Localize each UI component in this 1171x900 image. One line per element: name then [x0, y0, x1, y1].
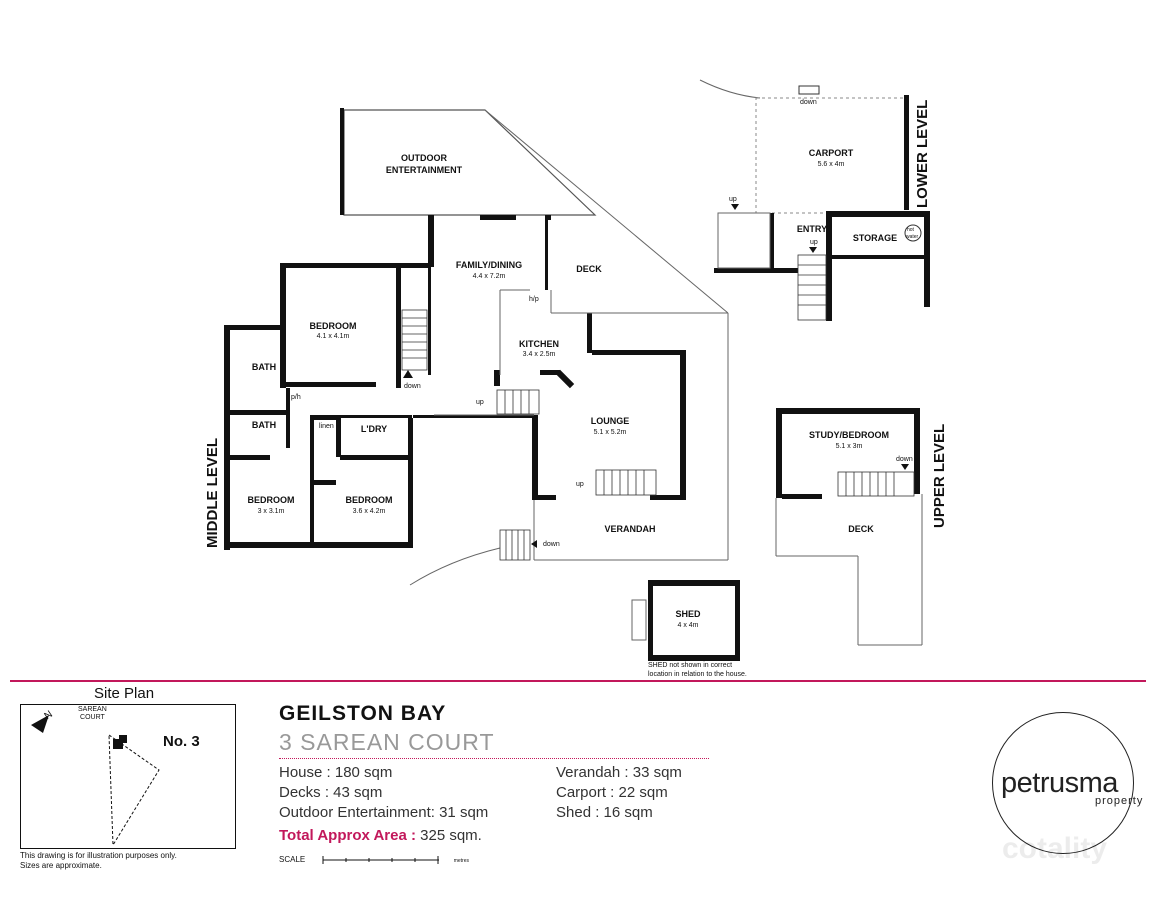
brand-tagline: property: [1095, 795, 1144, 807]
carport-dim: 5.6 x 4m: [818, 161, 845, 168]
down-label-carport: down: [800, 99, 817, 106]
area-carport: Carport : 22 sqm: [556, 784, 668, 801]
arrow-up-icon: [403, 370, 413, 378]
hot-water-label-1: hot: [907, 227, 915, 233]
bedroom-main-dim: 4.1 x 4.1m: [317, 333, 350, 340]
bedroom-2-label: BEDROOM: [248, 495, 295, 505]
linen-label: linen: [319, 423, 334, 430]
down-label-2: down: [543, 541, 560, 548]
bath-2-label: BATH: [252, 420, 276, 430]
street-address: 3 SAREAN COURT: [279, 729, 495, 755]
lower-level-plan: [714, 85, 930, 321]
carport-label: CARPORT: [809, 148, 854, 158]
deck-label: DECK: [576, 264, 602, 274]
family-dining-label: FAMILY/DINING: [456, 260, 522, 270]
area-shed: Shed : 16 sqm: [556, 804, 653, 821]
middle-level-label: MIDDLE LEVEL: [204, 438, 221, 548]
area-house: House : 180 sqm: [279, 764, 393, 781]
hp-label: h/p: [529, 296, 539, 303]
scale-bar: SCALE metres: [279, 855, 469, 865]
storage-label: STORAGE: [853, 233, 897, 243]
address-divider: [279, 758, 709, 759]
shed-dim: 4 x 4m: [677, 622, 698, 629]
area-verandah: Verandah : 33 sqm: [556, 764, 682, 781]
disclaimer: This drawing is for illustration purpose…: [20, 851, 240, 871]
deck-upper-label: DECK: [848, 524, 874, 534]
lower-level-label: LOWER LEVEL: [914, 100, 931, 208]
brand-logo-ring: [992, 712, 1134, 854]
scale-unit: metres: [453, 858, 469, 865]
entry-label: ENTRY: [797, 224, 827, 234]
shed-label: SHED: [675, 609, 701, 619]
north-arrow-icon: [31, 715, 49, 733]
total-area-value: 325 sqm.: [420, 827, 482, 844]
areas-left: House : 180 sqm Decks : 43 sqm Outdoor E…: [279, 763, 488, 823]
arrow-down-icon: [731, 204, 739, 210]
up-label-1: up: [476, 399, 484, 406]
laundry-label: L'DRY: [361, 424, 387, 434]
outdoor-entertainment-area: [340, 108, 729, 314]
bedroom-3-dim: 3.6 x 4.2m: [353, 508, 386, 515]
outdoor-entertainment-label-2: ENTERTAINMENT: [386, 165, 463, 175]
kitchen-dim: 3.4 x 2.5m: [523, 351, 556, 358]
suburb-title: GEILSTON BAY: [279, 702, 447, 725]
verandah-label: VERANDAH: [604, 524, 655, 534]
outdoor-entertainment-label-1: OUTDOOR: [401, 153, 447, 163]
lounge-label: LOUNGE: [591, 416, 630, 426]
upper-level-label: UPPER LEVEL: [931, 424, 948, 528]
shed-plan: [631, 580, 740, 661]
site-plan-map: [31, 715, 160, 847]
floor-plan: OUTDOOR ENTERTAINMENT FAMILY/DINING 4.4 …: [204, 79, 948, 678]
total-area: Total Approx Area : 325 sqm.: [279, 827, 482, 844]
down-label-1: down: [404, 383, 421, 390]
upper-level-plan: [775, 408, 923, 646]
stairs: [401, 309, 657, 561]
area-decks: Decks : 43 sqm: [279, 784, 383, 801]
arrow-left-icon: [531, 540, 537, 548]
kitchen-label: KITCHEN: [519, 339, 559, 349]
shed-note-1: SHED not shown in correct: [648, 662, 732, 669]
up-label-entry: up: [810, 239, 818, 246]
site-court-label: SAREAN COURT: [78, 706, 107, 722]
lot-number: No. 3: [163, 733, 200, 750]
arrow-down-entry-icon: [809, 247, 817, 253]
watermark-logo: cotality: [1002, 832, 1108, 865]
ph-label: p/h: [291, 394, 301, 401]
disclaimer-line-1: This drawing is for illustration purpose…: [20, 851, 177, 860]
scale-ruler: [322, 856, 440, 864]
plan-thin-lines: [409, 79, 761, 586]
down-label-study: down: [896, 456, 913, 463]
hot-water-label-2: water: [906, 234, 919, 240]
disclaimer-line-2: Sizes are approximate.: [20, 861, 102, 870]
shed-note-2: location in relation to the house.: [648, 671, 747, 678]
bedroom-main-label: BEDROOM: [310, 321, 357, 331]
scale-label: SCALE: [279, 855, 306, 865]
total-area-label: Total Approx Area :: [279, 827, 416, 844]
bedroom-2-dim: 3 x 3.1m: [258, 508, 285, 515]
court-line-1: SAREAN: [78, 706, 107, 713]
study-label: STUDY/BEDROOM: [809, 430, 889, 440]
family-dining-dim: 4.4 x 7.2m: [473, 273, 506, 280]
court-line-2: COURT: [80, 714, 105, 721]
footer-divider: [10, 680, 1146, 682]
site-plan-box: N: [20, 704, 236, 849]
main-house-walls: [224, 215, 686, 550]
areas-right: Verandah : 33 sqm Carport : 22 sqm Shed …: [556, 763, 682, 823]
site-plan-title: Site Plan: [94, 685, 155, 702]
area-outdoor: Outdoor Entertainment: 31 sqm: [279, 804, 489, 821]
up-label-carport: up: [729, 196, 737, 203]
arrow-down-study-icon: [901, 464, 909, 470]
bath-1-label: BATH: [252, 362, 276, 372]
lounge-dim: 5.1 x 5.2m: [594, 429, 627, 436]
bedroom-3-label: BEDROOM: [346, 495, 393, 505]
brand-name: petrusma: [1001, 767, 1118, 799]
study-dim: 5.1 x 3m: [836, 443, 863, 450]
up-label-2: up: [576, 481, 584, 488]
